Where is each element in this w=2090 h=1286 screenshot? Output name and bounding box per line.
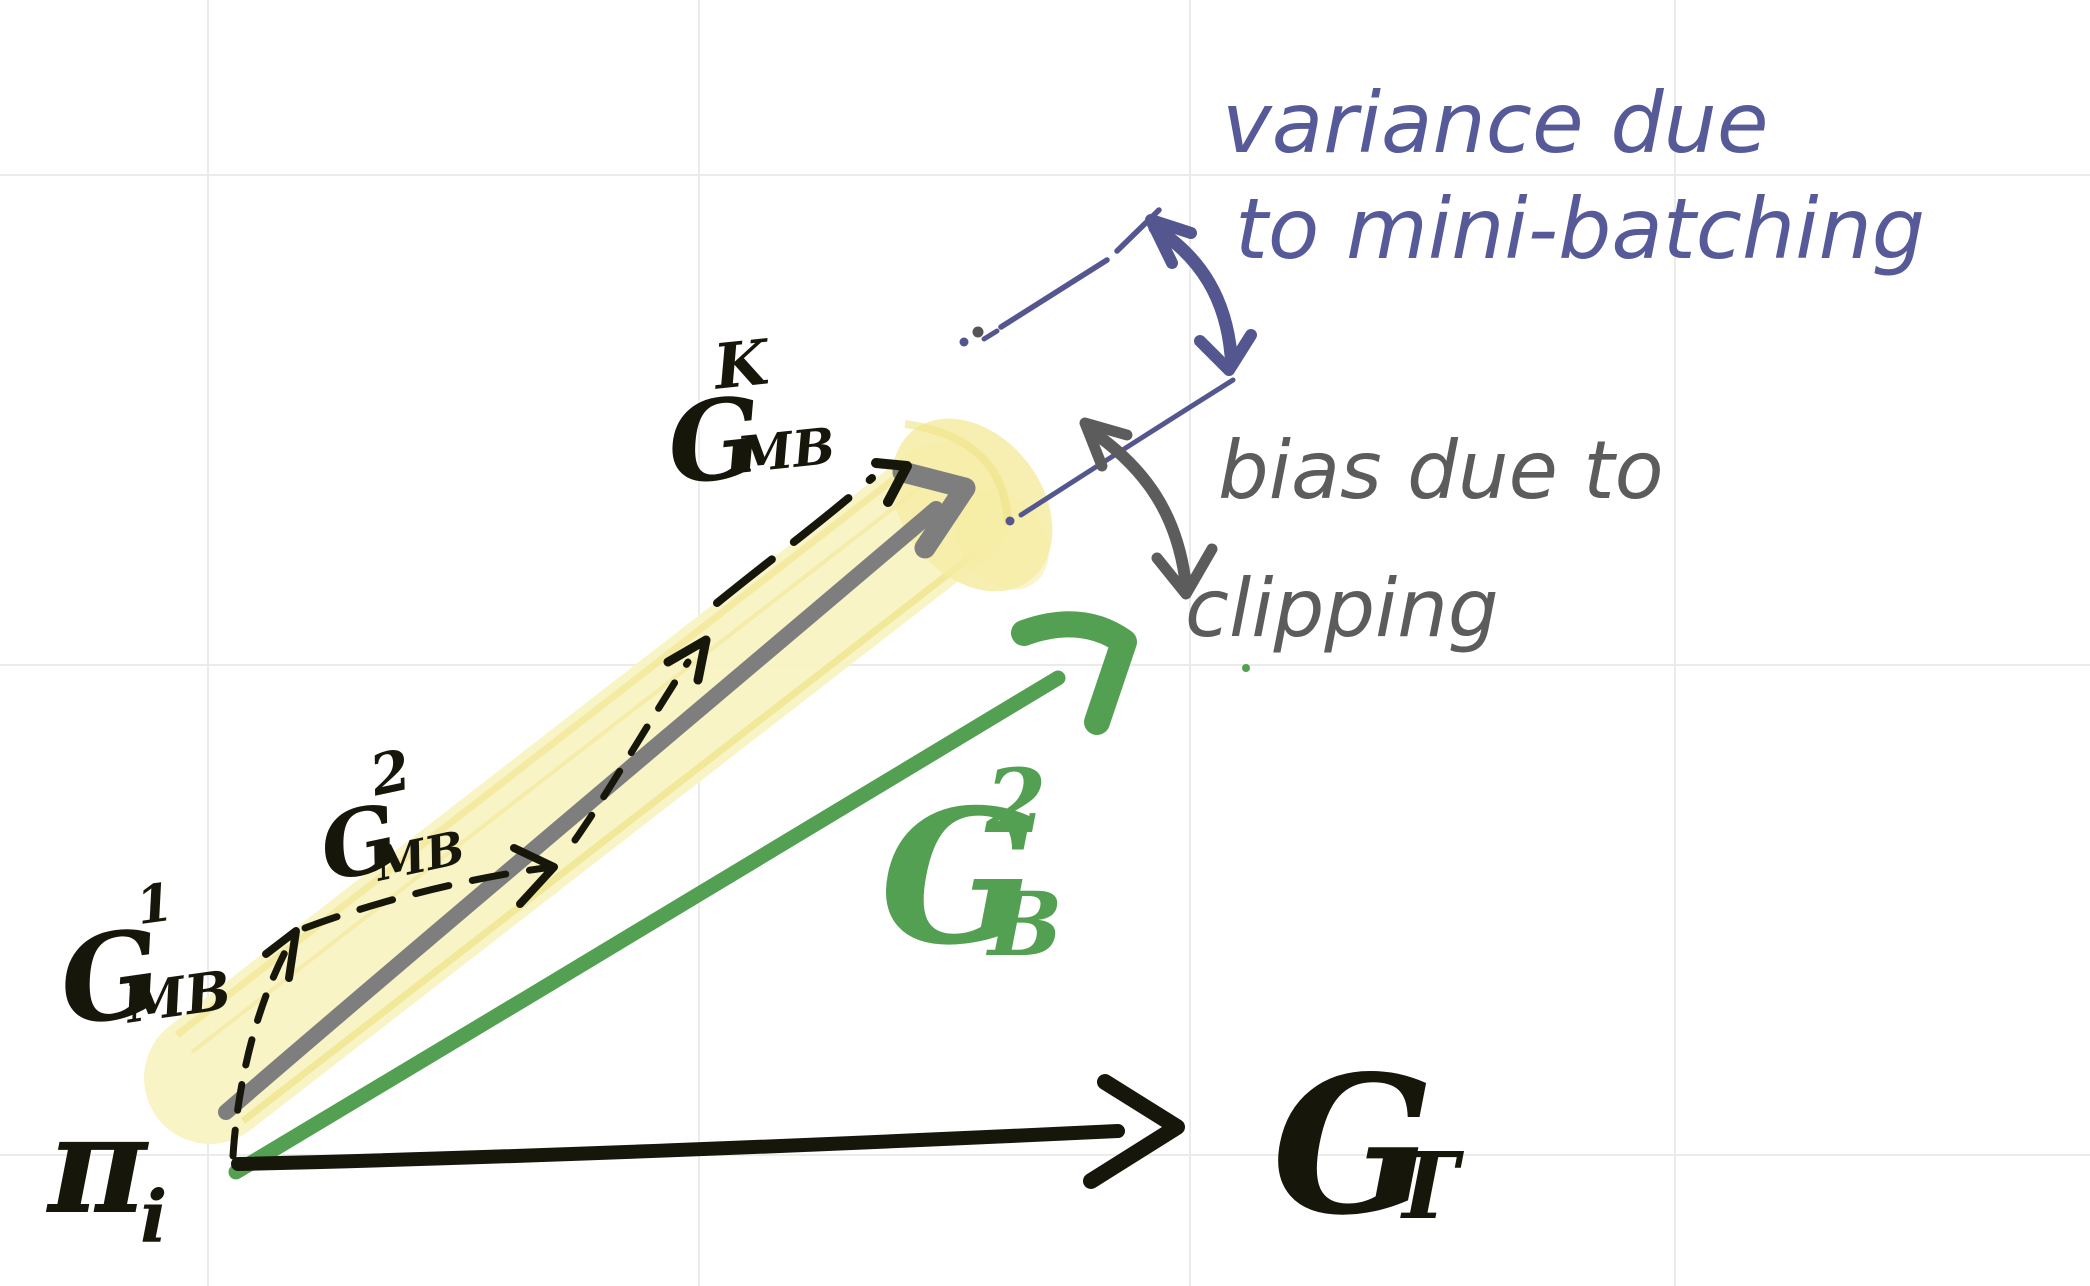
label-gmb-2: G MB 2 [302,728,475,903]
bias-line1-text: bias due to [1218,424,1664,517]
bias-line2-text: clipping [1185,562,1499,655]
label-gb2-sup: 2 [984,749,1046,853]
green-ink-dot [1242,664,1250,672]
label-gmbk-sub: MB [733,416,838,485]
label-gmb-k: G MB K [657,319,845,510]
gmb-arrowhead-1 [262,927,300,982]
gray-arrow-head [892,461,976,559]
gray-mean-gradient-arrow [218,461,976,1120]
variance-annotation-line1: variance due [1222,74,1769,172]
gmb-dashed-segment-1 [229,937,295,1160]
variance-line1-text: variance due [1222,74,1769,172]
label-pi-sub: i [140,1174,167,1259]
gmb-dashed-segment-3 [571,658,692,844]
label-gt: G T [1272,1034,1465,1257]
highlighter-tip-outline [904,420,1012,526]
label-gmbk-sup: K [709,325,774,404]
highlighter-band-edge [190,480,929,1054]
variance-line2-text: to mini-batching [1235,180,1925,278]
variance-arrow-head-top [1145,214,1197,269]
purple-dash-tick [981,328,1000,342]
variance-arrow-shaft [1148,221,1238,362]
variance-annotation-line2: to mini-batching [1235,180,1925,278]
minibatch-dashed-arrows [229,458,912,1160]
label-gmb1-sup: 1 [132,872,176,937]
label-gt-sub: T [1390,1132,1465,1240]
bias-arrow-head-top [1079,417,1133,472]
true-gradient-shaft [231,1124,1125,1171]
variance-annotation: variance due to mini-batching [1222,74,1925,278]
true-gradient-arrow [231,1074,1185,1189]
gmb-dashed-segment-4 [713,474,876,607]
label-gb2-sub: B [985,872,1062,976]
upper-dashed-line [998,257,1110,330]
label-gmbk-main: G [662,372,769,510]
label-gmb1-sub: MB [120,957,235,1035]
gmb-dashed-segment-2 [301,864,549,932]
label-gb-2: G B 2 [880,749,1068,986]
gray-ink-dot [972,326,984,338]
highlighter-band-edge [174,462,915,1038]
bias-annotation-line2: clipping [1185,562,1499,655]
bias-arrow-head-bottom [1151,543,1218,600]
label-gt-main: G [1272,1034,1434,1257]
label-gb2-main: G [880,768,1038,986]
lower-dashed-line [1018,377,1236,518]
bias-annotation-line1: bias due to [1218,424,1664,517]
purple-ink-dot [1005,516,1015,526]
variance-arrow-head-bottom [1194,329,1257,376]
green-arrow-head [1011,611,1137,735]
purple-ink-dot [959,337,969,347]
gray-arrow-shaft [218,501,944,1120]
highlighter-band-edge [240,548,981,1124]
green-batch-gradient-arrow [228,611,1250,1180]
bias-arrow-shaft [1084,424,1191,584]
green-arrow-shaft [228,670,1066,1180]
label-gmb1-main: G [51,901,170,1053]
bias-annotation: bias due to clipping [1185,424,1664,655]
gmb-arrowhead-2 [510,844,558,908]
gmb-arrowhead-4 [871,458,912,507]
gmb-arrowhead-3 [663,635,711,685]
variance-indicator-arrow [1145,214,1257,376]
label-pi-i: π i [45,1085,167,1259]
label-pi-main: π [45,1085,150,1244]
true-gradient-arrowhead [1083,1074,1185,1189]
label-gmb-1: G MB 1 [47,865,241,1053]
bias-indicator-arrow [1079,417,1218,600]
